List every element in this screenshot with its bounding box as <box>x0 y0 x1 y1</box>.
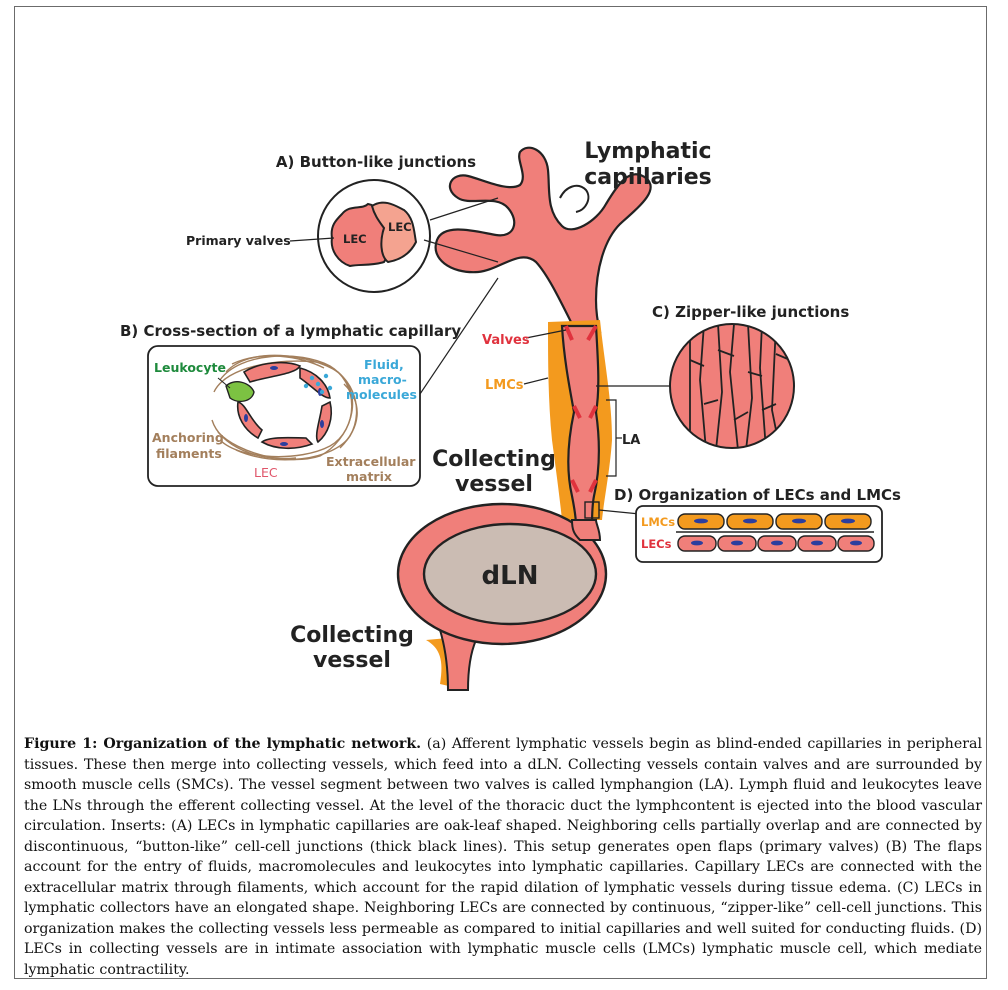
valve-1 <box>564 325 598 341</box>
caption-text: (a) Afferent lymphatic vessels begin as … <box>24 736 982 978</box>
lec-cell-right <box>370 201 418 264</box>
lec-label-right: LEC <box>388 220 412 234</box>
primary-valves-leader <box>289 237 335 242</box>
node-core <box>422 522 598 626</box>
caption-label: Figure 1: Organization of the lymphatic … <box>24 736 422 752</box>
insert-b-leader <box>419 277 499 395</box>
collecting-vessel-upper-1: Collecting <box>432 447 556 472</box>
figure-frame <box>14 6 987 979</box>
lymphatic-capillaries-label-1: Lymphatic <box>584 139 711 164</box>
fluid-dots <box>303 373 333 395</box>
insert-a-button-like-junctions <box>317 179 499 293</box>
annotation-leaders <box>523 329 641 515</box>
fluid-label-2: macro- <box>358 372 407 387</box>
lymphatic-capillaries-label-2: capillaries <box>584 165 712 190</box>
lec-nuclei <box>244 366 324 446</box>
dln-label: dLN <box>482 561 539 591</box>
fluid-label-1: Fluid, <box>364 357 404 372</box>
insert-d-title: D) Organization of LECs and LMCs <box>614 486 901 504</box>
valve-2 <box>572 405 598 419</box>
leukocyte-leader <box>217 377 231 389</box>
ecm-label-2: matrix <box>346 469 392 484</box>
efferent-vessel <box>438 628 478 691</box>
figure-caption: Figure 1: Organization of the lymphatic … <box>24 734 982 980</box>
capillary-branch-inner <box>559 184 590 213</box>
insert-b-cross-section <box>147 277 499 487</box>
lymphatic-capillaries-tree <box>434 146 652 334</box>
elongated-lec-outlines <box>689 324 791 448</box>
row-nuclei <box>691 518 862 546</box>
insert-a-title: A) Button-like junctions <box>276 153 476 171</box>
collecting-vessel-upper <box>548 320 612 528</box>
leukocyte-label: Leukocyte <box>154 360 226 375</box>
insert-d-lmcs-label: LMCs <box>641 515 675 529</box>
ecm-label-1: Extracellular <box>326 454 416 469</box>
valves-label: Valves <box>482 333 530 348</box>
collecting-vessel-upper-2: vessel <box>455 472 533 497</box>
anchoring-label-2: filaments <box>156 446 222 461</box>
primary-valves-label: Primary valves <box>186 233 291 248</box>
diagram-labels: Lymphatic capillaries A) Button-like jun… <box>120 139 901 673</box>
insert-c-title: C) Zipper-like junctions <box>652 303 849 321</box>
insert-d-lec-lmc-organization <box>635 505 883 563</box>
extracellular-matrix-fibers <box>211 354 358 461</box>
fluid-label-3: molecules <box>346 387 417 402</box>
insert-c-zipper-like-junctions <box>596 323 795 449</box>
lmcs-label: LMCs <box>485 378 524 393</box>
lec-label-left: LEC <box>343 232 367 246</box>
lymphatic-network-diagram: Lymphatic capillaries A) Button-like jun… <box>120 139 901 691</box>
collecting-vessel-lower-1: Collecting <box>290 623 414 648</box>
insert-b-title: B) Cross-section of a lymphatic capillar… <box>120 322 461 340</box>
leukocyte-cell <box>225 381 255 403</box>
insert-d-lecs-label: LECs <box>641 537 672 551</box>
draining-lymph-node <box>396 501 608 691</box>
insert-a-leaders <box>423 197 499 263</box>
collecting-vessel-lower-2: vessel <box>313 648 391 673</box>
anchoring-label-1: Anchoring <box>152 430 224 445</box>
insert-b-lec-label: LEC <box>254 465 278 480</box>
valve-3 <box>570 479 598 493</box>
capillary-branches <box>434 146 652 334</box>
insert-b-box <box>147 345 421 487</box>
afferent-entry <box>570 519 602 541</box>
la-label: LA <box>622 433 640 448</box>
